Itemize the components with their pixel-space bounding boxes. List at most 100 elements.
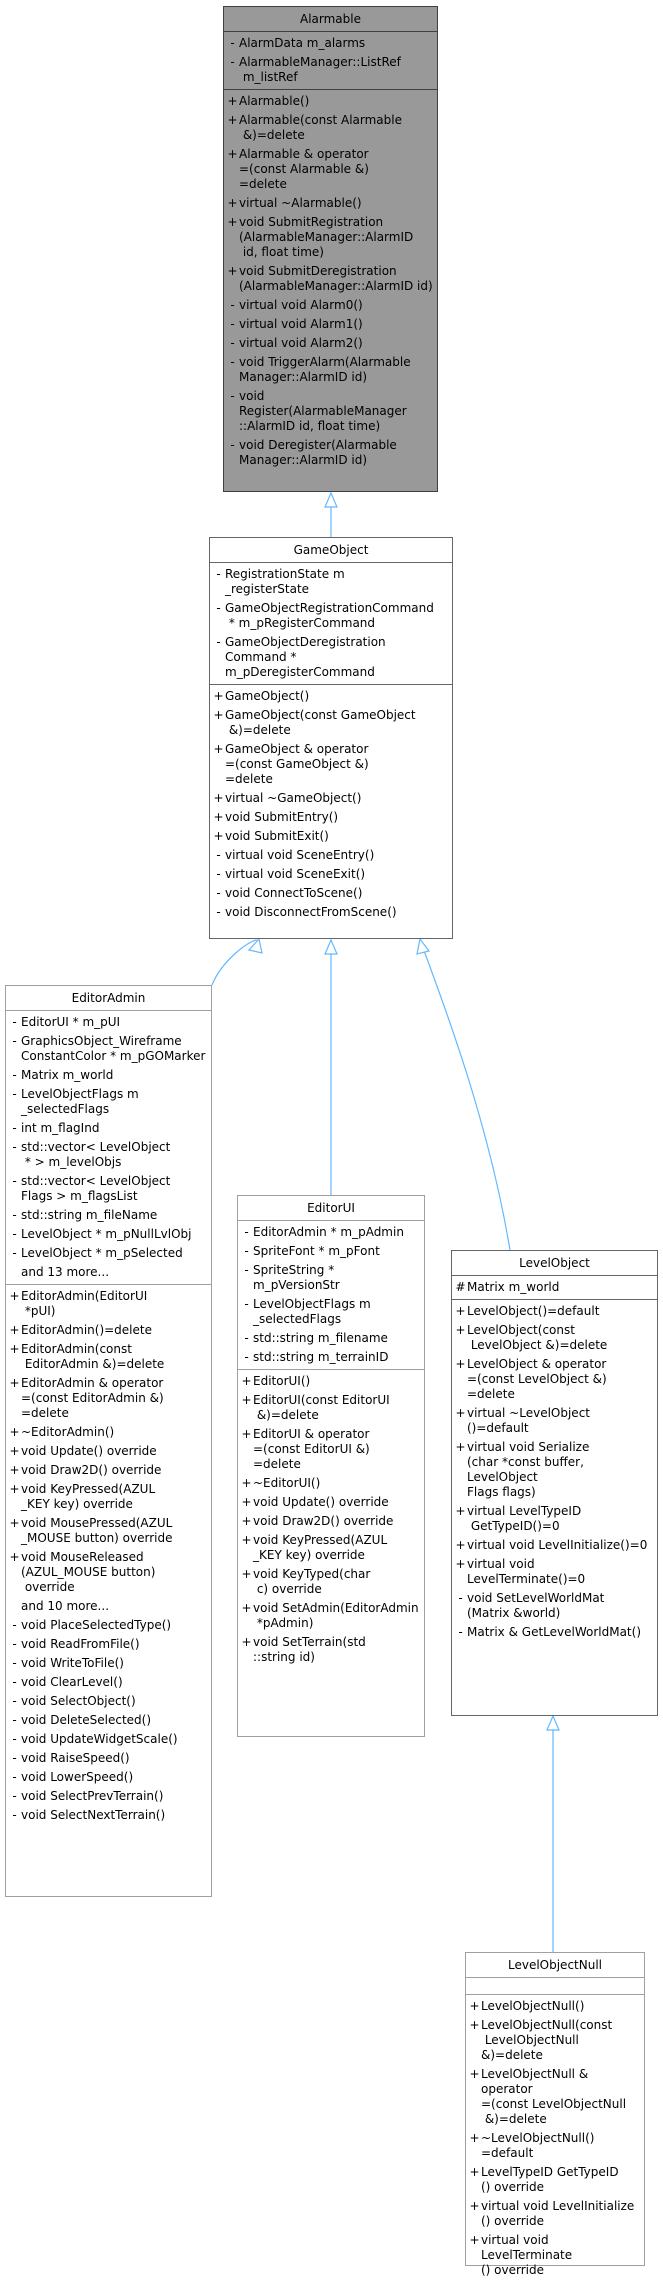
attribute[interactable]: -EditorAdmin * m_pAdmin [244,1225,404,1239]
attribute[interactable]: -SpriteString * m_pVersionStr [244,1263,340,1292]
attribute[interactable]: -std::string m_terrainID [244,1350,389,1364]
method[interactable]: -void DisconnectFromScene() [216,905,397,919]
method[interactable]: +virtual void LevelTerminate () override [469,2233,573,2277]
attribute[interactable]: -LevelObject * m_pSelected [12,1246,183,1260]
attribute[interactable]: -GameObjectDeregistration Command * m_pD… [216,635,386,679]
method[interactable]: +void SubmitEntry() [213,810,339,824]
class-box-editoradmin[interactable]: EditorAdmin -EditorUI * m_pUI -GraphicsO… [5,985,212,1897]
method[interactable]: +virtual ~LevelObject ()=default [455,1406,590,1435]
method[interactable]: +void SubmitRegistration (AlarmableManag… [227,215,414,259]
attribute[interactable]: -std::string m_fileName [12,1208,158,1222]
method[interactable]: -void SelectObject() [12,1694,136,1708]
method[interactable]: +EditorUI() [241,1374,311,1388]
method[interactable]: +void SetAdmin(EditorAdmin *pAdmin) [241,1601,419,1630]
method[interactable]: +void Draw2D() override [9,1463,162,1477]
method[interactable]: +~EditorUI() [241,1476,321,1490]
method[interactable]: +void KeyTyped(char c) override [241,1567,371,1596]
method[interactable]: +EditorUI(const EditorUI &)=delete [241,1393,390,1422]
method[interactable]: -void SelectPrevTerrain() [12,1789,164,1803]
method[interactable]: -virtual void Alarm1() [230,317,363,331]
method[interactable]: -void ClearLevel() [12,1675,123,1689]
attribute[interactable]: -LevelObjectFlags m _selectedFlags [12,1087,139,1116]
method[interactable]: -void WriteToFile() [12,1656,124,1670]
more-methods-link[interactable]: and 10 more... [21,1599,110,1613]
method[interactable]: +virtual ~Alarmable() [227,196,362,210]
method[interactable]: +virtual void LevelTerminate()=0 [455,1557,586,1586]
method[interactable]: +EditorAdmin()=delete [9,1323,152,1337]
attribute[interactable]: -Matrix m_world [12,1068,114,1082]
method[interactable]: -void DeleteSelected() [12,1713,152,1727]
method[interactable]: +GameObject() [213,689,310,703]
method[interactable]: +~EditorAdmin() [9,1425,115,1439]
more-attributes-link[interactable]: and 13 more... [21,1265,110,1279]
attribute[interactable]: -EditorUI * m_pUI [12,1015,121,1029]
method[interactable]: -void SetLevelWorldMat (Matrix &world) [458,1591,605,1620]
class-box-levelobject[interactable]: LevelObject #Matrix m_world +LevelObject… [451,1250,658,1716]
method[interactable]: +void Update() override [241,1495,389,1509]
method[interactable]: +LevelObjectNull() [469,1999,585,2013]
method[interactable]: +void SubmitExit() [213,829,329,843]
method[interactable]: -virtual void Alarm2() [230,336,363,350]
attribute[interactable]: -LevelObjectFlags m _selectedFlags [244,1297,371,1326]
method[interactable]: +LevelObject(const LevelObject &)=delete [455,1323,608,1352]
attribute[interactable]: -std::vector< LevelObject * > m_levelObj… [12,1140,171,1169]
method[interactable]: -void PlaceSelectedType() [12,1618,172,1632]
method[interactable]: +void Draw2D() override [241,1514,394,1528]
method[interactable]: +void MouseReleased (AZUL_MOUSE button) … [9,1550,156,1594]
method[interactable]: +LevelObject()=default [455,1304,600,1318]
method[interactable]: +~LevelObjectNull() =default [469,2131,595,2160]
method[interactable]: -void Deregister(Alarmable Manager::Alar… [230,438,397,467]
method[interactable]: +virtual void Serialize (char *const buf… [455,1440,590,1499]
attribute[interactable]: -RegistrationState m _registerState [216,567,345,596]
method[interactable]: +EditorAdmin & operator =(const EditorAd… [9,1376,164,1420]
class-box-alarmable[interactable]: Alarmable -AlarmData m_alarms -Alarmable… [223,6,438,492]
method[interactable]: +virtual LevelTypeID GetTypeID()=0 [455,1504,582,1533]
attribute[interactable]: -GraphicsObject_Wireframe ConstantColor … [12,1034,206,1063]
method[interactable]: -void ConnectToScene() [216,886,363,900]
attribute[interactable]: -std::vector< LevelObject Flags > m_flag… [12,1174,171,1203]
method[interactable]: +LevelObjectNull(const LevelObjectNull &… [469,2018,613,2062]
method[interactable]: +virtual void LevelInitialize () overrid… [469,2199,635,2228]
method[interactable]: +void SubmitDeregistration (AlarmableMan… [227,264,433,293]
method[interactable]: -virtual void SceneEntry() [216,848,375,862]
method[interactable]: +LevelObjectNull & operator =(const Leve… [469,2067,627,2126]
method[interactable]: +void KeyPressed(AZUL _KEY key) override [9,1482,156,1511]
method[interactable]: +void Update() override [9,1444,157,1458]
attribute[interactable]: -int m_flagInd [12,1121,100,1135]
method[interactable]: +void MousePressed(AZUL _MOUSE button) o… [9,1516,173,1545]
method[interactable]: +EditorUI & operator =(const EditorUI &)… [241,1427,370,1471]
method[interactable]: +LevelObject & operator =(const LevelObj… [455,1357,607,1401]
class-box-levelobjectnull[interactable]: LevelObjectNull +LevelObjectNull() +Leve… [465,1952,645,2277]
attribute[interactable]: -std::string m_filename [244,1331,388,1345]
method[interactable]: +void SetTerrain(std ::string id) [241,1635,366,1664]
method[interactable]: -void SelectNextTerrain() [12,1808,166,1822]
method[interactable]: -virtual void SceneExit() [216,867,366,881]
method[interactable]: +LevelTypeID GetTypeID () override [469,2165,619,2194]
method[interactable]: +void KeyPressed(AZUL _KEY key) override [241,1533,388,1562]
method[interactable]: +virtual ~GameObject() [213,791,362,805]
method[interactable]: -virtual void Alarm0() [230,298,363,312]
attribute[interactable]: -AlarmableManager::ListRef m_listRef [230,55,401,84]
method[interactable]: -void UpdateWidgetScale() [12,1732,178,1746]
attribute[interactable]: -LevelObject * m_pNullLvlObj [12,1227,192,1241]
method[interactable]: +EditorAdmin(EditorUI *pUI) [9,1289,148,1318]
method[interactable]: +Alarmable & operator =(const Alarmable … [227,147,369,191]
method[interactable]: -void LowerSpeed() [12,1770,134,1784]
attribute[interactable]: -GameObjectRegistrationCommand * m_pRegi… [216,601,434,630]
class-box-gameobject[interactable]: GameObject -RegistrationState m _registe… [209,537,453,939]
method[interactable]: -void Register(AlarmableManager ::AlarmI… [230,389,407,433]
method[interactable]: +Alarmable(const Alarmable &)=delete [227,113,402,142]
method[interactable]: +EditorAdmin(const EditorAdmin &)=delete [9,1342,165,1371]
attribute[interactable]: -AlarmData m_alarms [230,36,366,50]
method[interactable]: +Alarmable() [227,94,310,108]
method[interactable]: -void RaiseSpeed() [12,1751,130,1765]
method[interactable]: -Matrix & GetLevelWorldMat() [458,1625,641,1639]
method[interactable]: +virtual void LevelInitialize()=0 [455,1538,648,1552]
method[interactable]: +GameObject & operator =(const GameObjec… [213,742,369,786]
attribute[interactable]: -SpriteFont * m_pFont [244,1244,380,1258]
method[interactable]: +GameObject(const GameObject &)=delete [213,708,416,737]
attribute[interactable]: #Matrix m_world [455,1280,560,1294]
class-box-editorui[interactable]: EditorUI -EditorAdmin * m_pAdmin -Sprite… [237,1195,425,1737]
method[interactable]: -void ReadFromFile() [12,1637,140,1651]
method[interactable]: -void TriggerAlarm(Alarmable Manager::Al… [230,355,411,384]
